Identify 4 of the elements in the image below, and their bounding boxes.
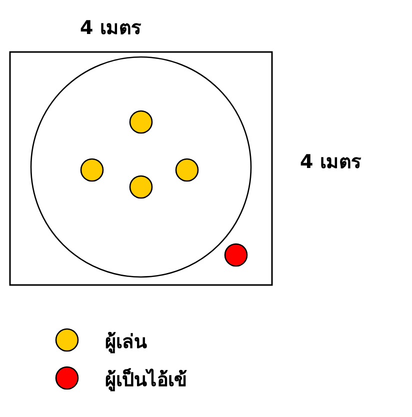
dimension-label: 4 เมตร <box>80 16 141 40</box>
dimension-label: 4 เมตร <box>300 150 361 174</box>
legend-label: ผู้เล่น <box>105 330 147 354</box>
legend-label: ผู้เป็นไอ้เข้ <box>105 368 187 392</box>
